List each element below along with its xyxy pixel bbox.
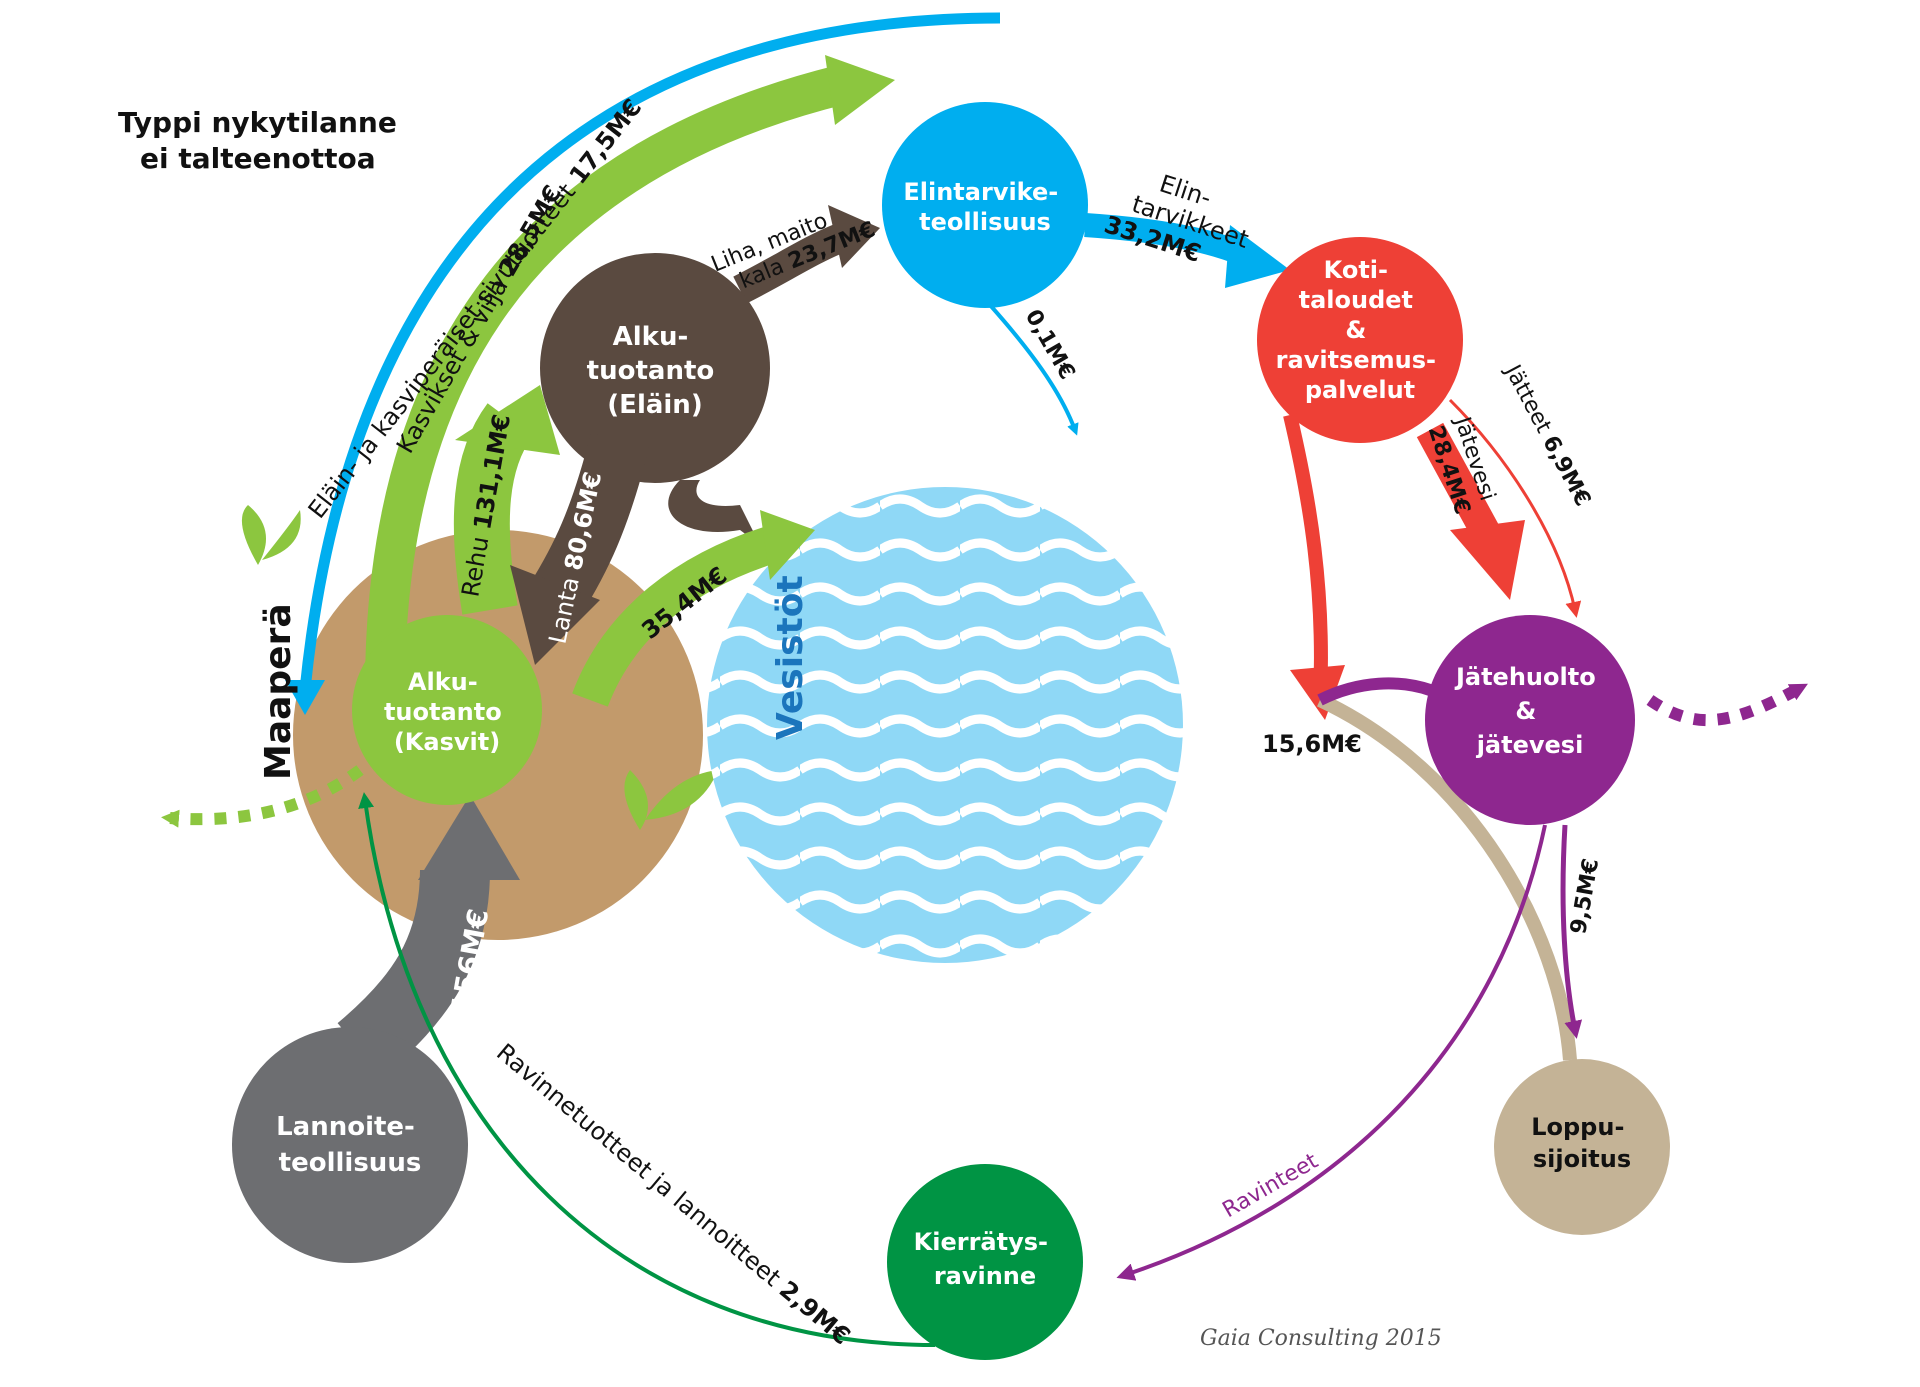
feed-arrowhead bbox=[455, 385, 560, 455]
crops-flow-arrow bbox=[365, 65, 845, 691]
food-industry-label-line-2: teollisuus bbox=[919, 208, 1051, 236]
food-industry-circle bbox=[882, 102, 1088, 308]
recycled-products-flow-text: Ravinnetuotteet ja lannoitteet bbox=[491, 1038, 792, 1297]
waste-label-line-2: & bbox=[1515, 697, 1536, 725]
household-waste-flow-label: Jätteet 6,9M€ bbox=[1499, 359, 1595, 510]
sewage-arrowhead bbox=[1450, 520, 1525, 600]
households-label-line-1: Koti- bbox=[1324, 256, 1388, 284]
animals-tail bbox=[668, 480, 760, 545]
food-to-water-flow-label: 0,1M€ bbox=[1020, 306, 1080, 384]
sewage-flow-arrow bbox=[1416, 422, 1504, 548]
waste-label-line-1: Jätehuolto bbox=[1454, 663, 1596, 691]
food-to-water-flow-value: 0,1M€ bbox=[1020, 306, 1080, 384]
nutrients-flow-arrow bbox=[1116, 824, 1547, 1281]
waste-label: Jätehuolto & jätevesi bbox=[1454, 663, 1604, 759]
recycling-label-line-2: ravinne bbox=[934, 1262, 1036, 1290]
recycling-label: Kierrätys- ravinne bbox=[914, 1228, 1057, 1290]
fertilizer-label-line-1: Lannoite- bbox=[276, 1112, 415, 1142]
final-disposal-label-line-1: Loppu- bbox=[1531, 1113, 1624, 1141]
recycled-products-flow-value: 2,9M€ bbox=[774, 1275, 856, 1350]
title-line-1: Typpi nykytilanne bbox=[118, 106, 397, 139]
plants-circle bbox=[352, 615, 542, 805]
households-label-line-2: taloudet bbox=[1299, 286, 1413, 314]
leaf-icon bbox=[241, 505, 718, 830]
fertilizer-label-line-2: teollisuus bbox=[279, 1148, 422, 1178]
waste-return-arrowhead bbox=[1290, 665, 1345, 720]
fertilizer-label: Lannoite- teollisuus bbox=[276, 1112, 424, 1178]
foods-arrowhead bbox=[1225, 225, 1290, 288]
waste-loss-flow-arrow bbox=[1646, 682, 1808, 727]
manure-arrowhead bbox=[510, 565, 600, 665]
plants-label-line-2: tuotanto bbox=[384, 698, 502, 726]
animals-label: Alku- tuotanto (Eläin) bbox=[587, 322, 724, 420]
households-label-line-5: palvelut bbox=[1305, 376, 1415, 404]
disposal-flow-value: 9,5M€ bbox=[1566, 857, 1604, 936]
crops-arrowhead bbox=[825, 55, 895, 125]
recycling-label-line-1: Kierrätys- bbox=[914, 1228, 1048, 1256]
recycling-circle bbox=[887, 1164, 1083, 1360]
waste-return-flow-label: 15,6M€ bbox=[1262, 730, 1362, 758]
byproducts-flow-arrow bbox=[299, 12, 1001, 691]
waters-label: Vesistöt bbox=[770, 575, 811, 740]
diagram-title: Typpi nykytilanne ei talteenottoa bbox=[118, 106, 407, 175]
final-disposal-circle bbox=[1494, 1059, 1670, 1235]
soil-loss-flow-arrow bbox=[161, 765, 364, 828]
byproducts-arrowhead bbox=[285, 680, 325, 715]
households-label-line-3: & bbox=[1345, 316, 1366, 344]
households-label-line-4: ravitsemus- bbox=[1276, 346, 1436, 374]
final-disposal-label: Loppu- sijoitus bbox=[1531, 1113, 1633, 1173]
plants-label: Alku- tuotanto (Kasvit) bbox=[384, 668, 510, 756]
soil-label: Maaperä bbox=[258, 603, 299, 780]
fertilizer-arrowhead bbox=[418, 795, 520, 880]
waste-return-flow-arrow bbox=[1283, 413, 1328, 701]
household-waste-flow-text: Jätteet bbox=[1499, 359, 1560, 443]
household-waste-flow-arrow bbox=[1448, 398, 1582, 618]
waste-return-flow-value: 15,6M€ bbox=[1262, 730, 1362, 758]
plants-label-line-3: (Kasvit) bbox=[394, 728, 500, 756]
disposal-residue-flow bbox=[1317, 693, 1577, 1061]
waste-purple-flow bbox=[1317, 677, 1432, 706]
meat-arrowhead bbox=[828, 205, 880, 268]
waste-circle bbox=[1425, 615, 1635, 825]
fertilizer-circle bbox=[232, 1027, 468, 1263]
manure-flow-arrow bbox=[529, 432, 650, 616]
disposal-flow-label: 9,5M€ bbox=[1566, 857, 1604, 936]
final-disposal-label-line-2: sijoitus bbox=[1533, 1145, 1631, 1173]
animals-label-line-2: tuotanto bbox=[587, 356, 715, 386]
animals-label-line-3: (Eläin) bbox=[607, 390, 702, 420]
to-water-flow-arrow bbox=[572, 526, 776, 708]
plants-label-line-1: Alku- bbox=[408, 668, 478, 696]
food-industry-label-line-1: Elintarvike- bbox=[903, 178, 1058, 206]
recycled-products-flow-arrow bbox=[358, 792, 936, 1347]
meat-flow-arrow bbox=[733, 224, 846, 304]
animals-label-line-1: Alku- bbox=[613, 322, 689, 352]
food-industry-label: Elintarvike- teollisuus bbox=[903, 178, 1066, 236]
disposal-flow-arrow bbox=[1560, 824, 1583, 1039]
waters-circle bbox=[707, 487, 1183, 963]
household-waste-flow-value: 6,9M€ bbox=[1537, 432, 1595, 511]
waste-label-line-3: jätevesi bbox=[1476, 731, 1584, 759]
to-water-arrowhead bbox=[760, 510, 815, 580]
title-line-2: ei talteenottoa bbox=[140, 142, 376, 175]
credit-text: Gaia Consulting 2015 bbox=[1200, 1326, 1442, 1351]
households-label: Koti- taloudet & ravitsemus- palvelut bbox=[1276, 256, 1445, 404]
foods-flow-label: Elin- tarvikkeet 33,2M€ bbox=[1101, 157, 1268, 283]
food-to-water-flow-arrow bbox=[988, 303, 1079, 436]
animals-circle bbox=[540, 253, 770, 483]
households-circle bbox=[1257, 237, 1463, 443]
